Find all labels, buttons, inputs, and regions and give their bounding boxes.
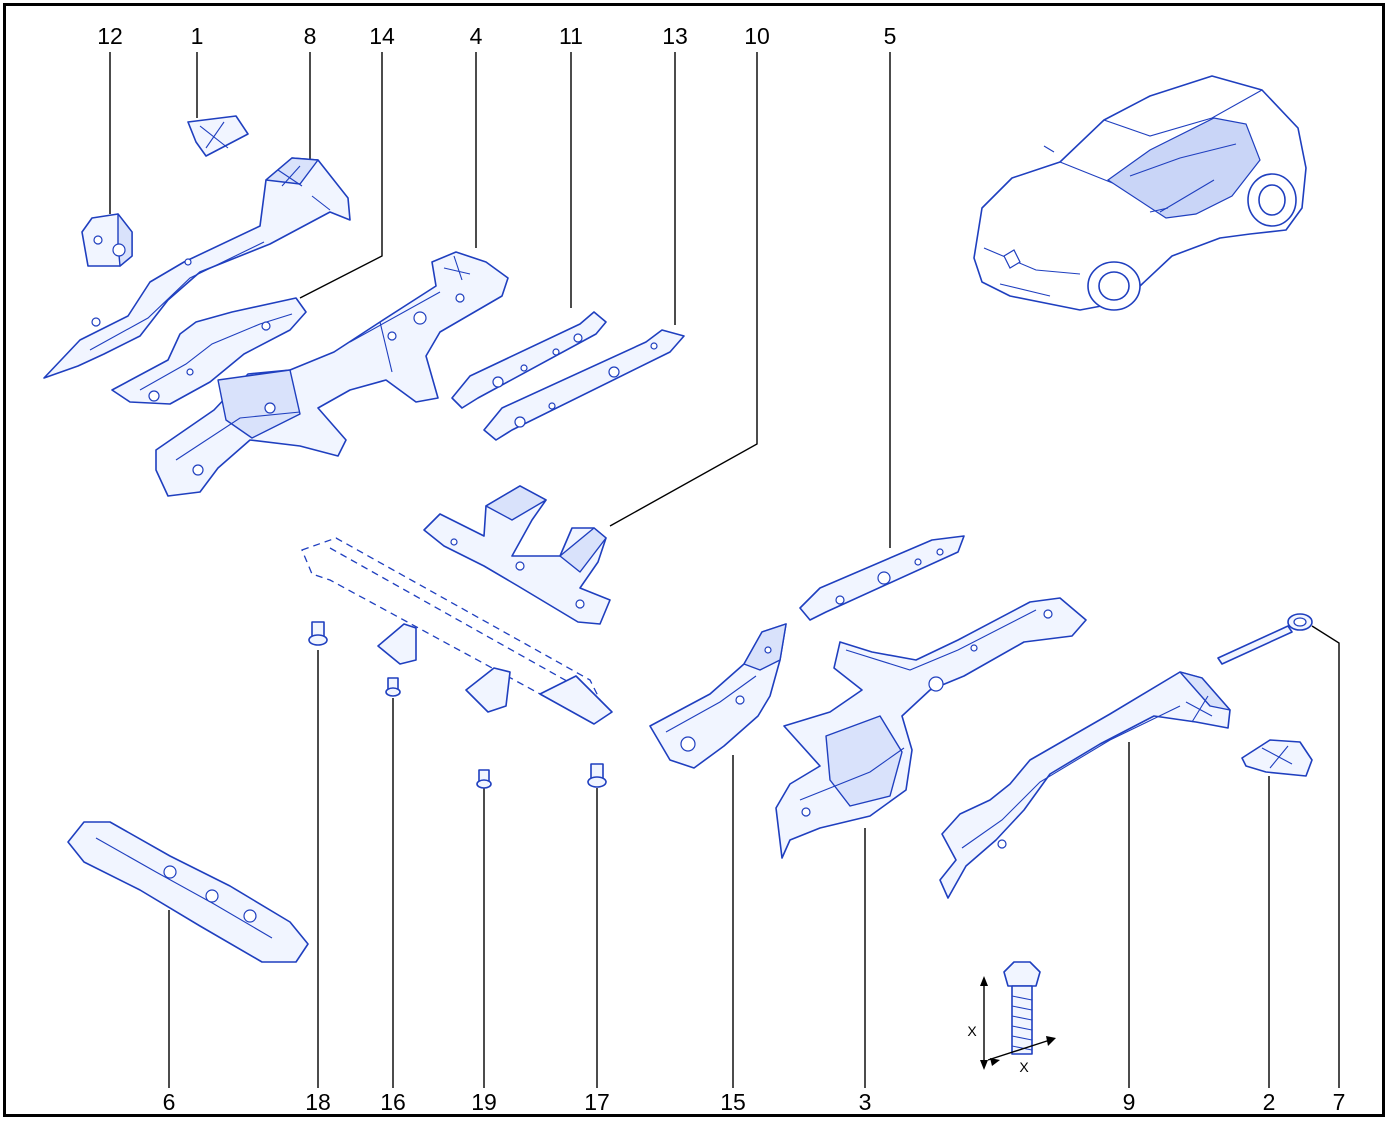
callout-18: 18 (305, 1089, 331, 1115)
callout-2: 2 (1263, 1089, 1276, 1115)
part-9-side-member (939, 671, 1231, 899)
car-overview-illustration (973, 75, 1307, 311)
callout-12: 12 (97, 23, 123, 49)
part-11-rail (451, 311, 607, 409)
dim-label-width: X (1019, 1059, 1029, 1075)
part-3-front-subframe (775, 597, 1087, 859)
callout-16: 16 (380, 1089, 406, 1115)
callout-10: 10 (744, 23, 770, 49)
bolt-16 (385, 677, 401, 697)
diagram-frame (3, 3, 1385, 1117)
callout-9: 9 (1123, 1089, 1136, 1115)
part-2-plate (1241, 739, 1313, 777)
leader-14 (299, 52, 383, 299)
part-8-long-member (43, 157, 351, 379)
callout-13: 13 (662, 23, 688, 49)
dashed-crossmember-assembly (301, 537, 613, 789)
callout-14: 14 (369, 23, 395, 49)
part-14-rear-member (111, 297, 307, 405)
leader-10 (609, 52, 758, 527)
part-4-central-frame (155, 251, 509, 497)
callout-5: 5 (884, 23, 897, 49)
callout-7: 7 (1333, 1089, 1346, 1115)
part-6-shield (67, 821, 309, 963)
dim-line-width (987, 1039, 1051, 1061)
callout-17: 17 (584, 1089, 610, 1115)
bolt-17 (587, 763, 607, 788)
callout-15: 15 (720, 1089, 746, 1115)
part-13-rail (483, 329, 685, 441)
leader-7 (1311, 625, 1340, 1088)
bolt-18 (308, 621, 328, 646)
callout-4: 4 (470, 23, 483, 49)
callout-8: 8 (304, 23, 317, 49)
callout-3: 3 (859, 1089, 872, 1115)
bolt-dimension-detail: X X (967, 961, 1056, 1075)
bolt-19 (476, 769, 492, 789)
callout-11: 11 (559, 23, 583, 49)
callout-19: 19 (471, 1089, 497, 1115)
dim-label-height: X (967, 1023, 977, 1039)
part-1-plate (187, 115, 249, 157)
part-7-tow-eye (1217, 613, 1313, 665)
callout-1: 1 (191, 23, 204, 49)
leader-lines (109, 52, 1340, 1088)
part-12-bracket (81, 213, 133, 267)
part-15-panel (649, 623, 787, 769)
callout-6: 6 (163, 1089, 176, 1115)
part-5-rail (799, 535, 965, 621)
part-10-crossmember (423, 485, 611, 625)
